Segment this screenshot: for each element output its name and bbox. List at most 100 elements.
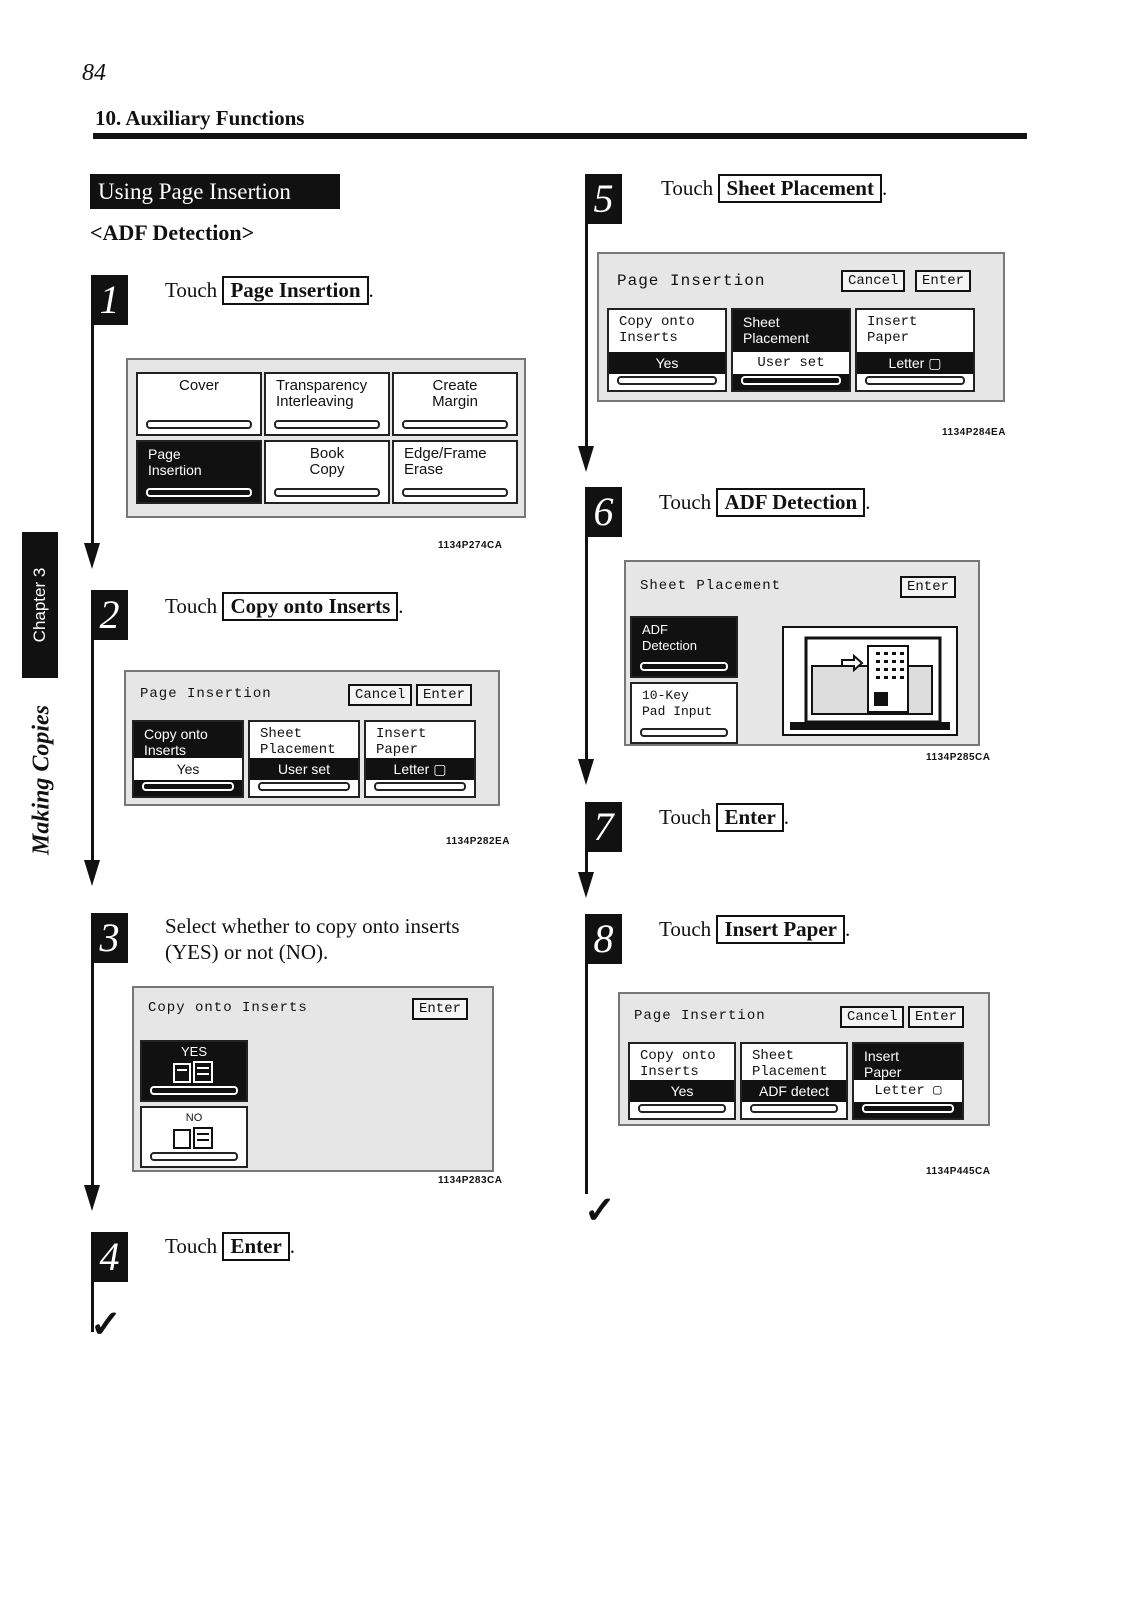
no-button[interactable]: NO — [140, 1106, 248, 1168]
cancel-button[interactable]: Cancel — [840, 1006, 905, 1028]
figure-code-2: 1134P282EA — [446, 836, 510, 847]
cell-label: Copy onto — [619, 314, 695, 330]
indicator-bar — [146, 488, 252, 497]
key-page-insertion: Page Insertion — [222, 276, 369, 305]
key-enter: Enter — [222, 1232, 290, 1261]
indicator-bar — [142, 782, 234, 791]
step-text-line-2: (YES) or not (NO). — [165, 940, 329, 964]
step-line-8 — [585, 964, 588, 1194]
indicator-bar — [258, 782, 350, 791]
function-create-margin-button[interactable]: Create Margin — [392, 372, 518, 436]
copy-onto-inserts-icon — [173, 1061, 213, 1083]
copy-onto-inserts-button[interactable]: Copy onto Inserts Yes — [132, 720, 244, 798]
cell-label: Edge/Frame — [404, 445, 487, 462]
panel-title: Page Insertion — [617, 272, 766, 290]
panel-title: Copy onto Inserts — [148, 1000, 308, 1016]
touch-word: Touch — [659, 805, 712, 829]
yes-button[interactable]: YES — [140, 1040, 248, 1102]
function-transparency-button[interactable]: Transparency Interleaving — [264, 372, 390, 436]
step-instruction-2: Touch Copy onto Inserts. — [165, 592, 404, 621]
ten-key-pad-input-button[interactable]: 10-Key Pad Input — [630, 682, 738, 744]
arrow-down-icon — [84, 543, 100, 569]
indicator-bar — [150, 1086, 238, 1095]
figure-panel-1: Cover Transparency Interleaving Create M… — [126, 358, 526, 518]
step-instruction-4: Touch Enter. — [165, 1232, 295, 1261]
period: . — [398, 594, 404, 618]
function-edge-frame-erase-button[interactable]: Edge/Frame Erase — [392, 440, 518, 504]
running-head: 10. Auxiliary Functions — [95, 106, 305, 130]
cell-label: Book — [309, 445, 345, 462]
step-number-3: 3 — [91, 913, 128, 963]
cell-label-2: Inserts — [640, 1064, 699, 1080]
cell-label: Transparency — [276, 377, 368, 394]
cell-label-2: Inserts — [144, 742, 187, 758]
cell-label-2: Placement — [752, 1064, 828, 1080]
indicator-bar — [862, 1104, 954, 1113]
function-cover-button[interactable]: Cover — [136, 372, 262, 436]
section-title: Using Page Insertion — [90, 174, 340, 209]
key-copy-onto-inserts: Copy onto Inserts — [222, 592, 399, 621]
sheet-placement-button[interactable]: Sheet Placement User set — [248, 720, 360, 798]
step-line-1 — [91, 325, 94, 543]
key-enter: Enter — [716, 803, 784, 832]
enter-button[interactable]: Enter — [416, 684, 473, 706]
period: . — [368, 278, 374, 302]
figure-code-5: 1134P284EA — [942, 427, 1006, 438]
touch-word: Touch — [165, 1234, 218, 1258]
function-book-copy-button[interactable]: Book Copy — [264, 440, 390, 504]
indicator-bar — [750, 1104, 838, 1113]
cell-value: Letter ▢ — [854, 1080, 962, 1102]
copy-onto-inserts-button[interactable]: Copy onto Inserts Yes — [628, 1042, 736, 1120]
cell-label-2: Paper — [376, 742, 419, 758]
step-line-7 — [585, 852, 588, 874]
function-page-insertion-button[interactable]: Page Insertion — [136, 440, 262, 504]
adf-feeder-illustration-icon — [782, 626, 958, 736]
cell-label-2: Placement — [743, 330, 810, 346]
cancel-button[interactable]: Cancel — [348, 684, 413, 706]
indicator-bar — [274, 488, 380, 497]
cell-label-2: Erase — [404, 461, 444, 478]
figure-code-1: 1134P274CA — [438, 540, 503, 551]
indicator-bar — [741, 376, 841, 385]
step-line-3 — [91, 963, 94, 1185]
enter-button[interactable]: Enter — [900, 576, 957, 598]
touch-word: Touch — [165, 278, 218, 302]
panel-title: Page Insertion — [634, 1008, 766, 1024]
period: . — [881, 176, 888, 200]
copy-onto-inserts-button[interactable]: Copy onto Inserts Yes — [607, 308, 727, 392]
figure-panel-5: Page Insertion Cancel Enter Copy onto In… — [597, 252, 1005, 402]
sheet-placement-button[interactable]: Sheet Placement User set — [731, 308, 851, 392]
insert-paper-button[interactable]: Insert Paper Letter ▢ — [364, 720, 476, 798]
cell-label: ADF — [642, 622, 668, 637]
adf-detection-button[interactable]: ADF Detection — [630, 616, 738, 678]
step-instruction-3: Select whether to copy onto inserts (YES… — [165, 913, 460, 965]
insert-paper-button[interactable]: Insert Paper Letter ▢ — [852, 1042, 964, 1120]
enter-button[interactable]: Enter — [908, 1006, 965, 1028]
cell-label: Sheet — [260, 726, 303, 742]
indicator-bar — [150, 1152, 238, 1161]
period: . — [845, 917, 851, 941]
figure-code-8: 1134P445CA — [926, 1166, 991, 1177]
enter-button[interactable]: Enter — [412, 998, 469, 1020]
figure-panel-3: Copy onto Inserts Enter YES NO — [132, 986, 494, 1172]
indicator-bar — [274, 420, 380, 429]
insert-paper-button[interactable]: Insert Paper Letter ▢ — [855, 308, 975, 392]
end-check-icon: ✓ — [90, 1304, 122, 1346]
period: . — [865, 490, 871, 514]
step-instruction-1: Touch Page Insertion. — [165, 276, 374, 305]
cell-label: Sheet — [743, 314, 780, 330]
indicator-bar — [374, 782, 466, 791]
step-instruction-7: Touch Enter. — [659, 803, 789, 832]
cell-label: Insert — [376, 726, 427, 742]
step-instruction-6: Touch ADF Detection. — [659, 488, 870, 517]
figure-panel-6: Sheet Placement Enter ADF Detection 10-K… — [624, 560, 980, 746]
cell-value: Yes — [134, 758, 242, 780]
no-copy-icon — [173, 1127, 213, 1149]
sheet-placement-button[interactable]: Sheet Placement ADF detect — [740, 1042, 848, 1120]
cell-label: Page — [148, 446, 181, 462]
figure-code-3: 1134P283CA — [438, 1175, 503, 1186]
indicator-bar — [402, 488, 508, 497]
cancel-button[interactable]: Cancel — [841, 270, 906, 292]
enter-button[interactable]: Enter — [915, 270, 972, 292]
cell-value: Yes — [609, 352, 725, 374]
